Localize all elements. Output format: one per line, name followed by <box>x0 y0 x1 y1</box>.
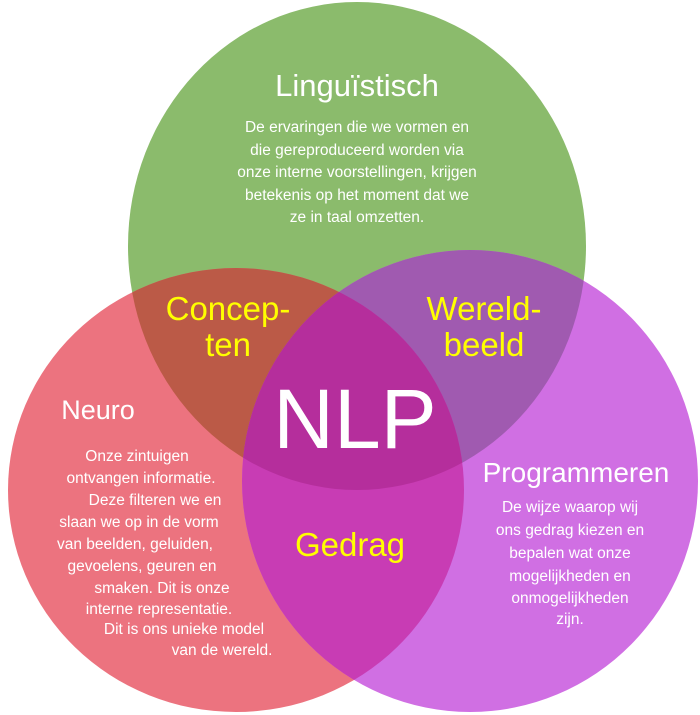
text-line: Onze zintuigen <box>85 448 188 465</box>
text-line: van de wereld. <box>172 642 273 659</box>
title-programmeren: Programmeren <box>483 457 670 488</box>
text-line: smaken. Dit is onze <box>94 580 229 597</box>
text-line: ons gedrag kiezen en <box>496 522 644 539</box>
text-line: ontvangen informatie. <box>66 470 215 487</box>
label-gedrag: Gedrag <box>295 526 405 563</box>
text-line: Dit is ons unieke model <box>104 621 264 638</box>
label-wereldbeeld-1: Wereld- <box>427 290 542 327</box>
label-wereldbeeld-2: beeld <box>444 326 525 363</box>
title-neuro: Neuro <box>61 395 135 425</box>
text-line: De ervaringen die we vormen en <box>245 119 469 136</box>
text-linguistisch: De ervaringen die we vormen en die gerep… <box>237 119 477 226</box>
text-line: zijn. <box>556 611 584 628</box>
center-label-nlp: NLP <box>273 372 436 466</box>
text-line: interne representatie. <box>86 601 232 618</box>
text-line: van beelden, geluiden, <box>57 536 213 553</box>
label-concepten-1: Concep- <box>166 290 291 327</box>
text-line: De wijze waarop wij <box>502 499 638 516</box>
text-line: slaan we op in de vorm <box>59 514 218 531</box>
text-line: gevoelens, geuren en <box>67 558 216 575</box>
overlap-red-green <box>128 268 464 490</box>
text-line: die gereproduceerd worden via <box>250 142 464 159</box>
text-line: onze interne voorstellingen, krijgen <box>237 164 477 181</box>
text-line: ze in taal omzetten. <box>290 209 424 226</box>
text-line: Deze filteren we en <box>89 492 222 509</box>
title-linguistisch: Linguïstisch <box>275 68 439 103</box>
text-line: mogelijkheden en <box>509 568 631 585</box>
text-programmeren: De wijze waarop wij ons gedrag kiezen en… <box>496 499 644 628</box>
overlap-center <box>242 268 464 490</box>
label-concepten-2: ten <box>205 326 251 363</box>
text-line: onmogelijkheden <box>511 590 628 607</box>
text-neuro: Onze zintuigen ontvangen informatie. Dez… <box>57 448 272 659</box>
text-line: bepalen wat onze <box>509 545 631 562</box>
text-line: betekenis op het moment dat we <box>245 187 469 204</box>
